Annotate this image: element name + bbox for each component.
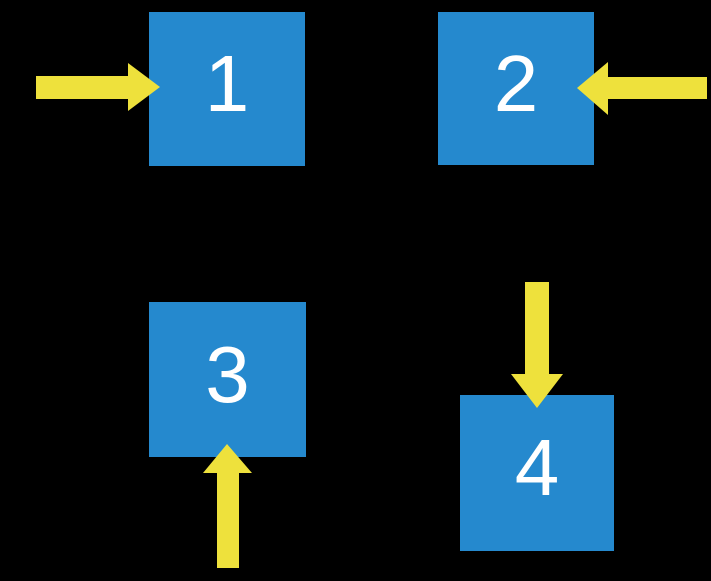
square-4: 4	[460, 395, 614, 551]
square-3-label: 3	[205, 329, 250, 419]
square-2-label: 2	[493, 38, 539, 128]
square-1-label: 1	[204, 39, 250, 128]
arrow-up-icon	[203, 444, 252, 568]
arrow-down-icon	[511, 282, 563, 408]
square-1: 1	[149, 12, 305, 166]
arrow-right-head	[128, 63, 160, 111]
arrow-left-head	[577, 62, 608, 115]
arrow-left-shaft	[607, 77, 707, 99]
square-2: 2	[438, 12, 594, 165]
arrow-right-icon	[36, 63, 160, 111]
arrow-up-shaft	[217, 472, 239, 568]
arrow-right-shaft	[36, 76, 130, 99]
square-3: 3	[149, 302, 306, 457]
arrow-down-head	[511, 374, 563, 408]
square-4-label: 4	[514, 423, 560, 512]
arrow-down-shaft	[525, 282, 549, 374]
arrow-left-icon	[577, 62, 707, 115]
arrow-up-head	[203, 444, 252, 473]
